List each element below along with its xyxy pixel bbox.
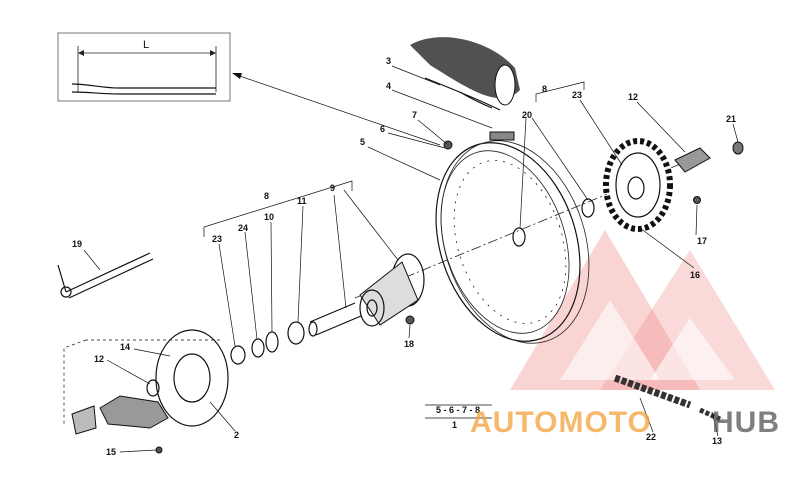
callout-13: 13: [712, 436, 722, 446]
nut-18: [405, 315, 415, 325]
brake-disc: [155, 329, 229, 427]
kit-brackets: [63, 81, 585, 425]
wheel-hub: [359, 253, 425, 327]
callout-11: 11: [297, 196, 307, 206]
callout-21: 21: [726, 114, 736, 124]
watermark-logo: [510, 230, 775, 390]
watermark-text-b: HUB: [712, 406, 780, 439]
watermark-text: AUTOMOTO HUB: [470, 406, 780, 439]
callout-7: 7: [412, 110, 417, 120]
callout-24: 24: [238, 223, 248, 233]
right-bearing-group: [512, 198, 595, 247]
drive-chain: [613, 374, 724, 423]
callout-12-bottom: 12: [94, 354, 104, 364]
spacer-tube: [308, 302, 362, 337]
callout-18: 18: [404, 339, 414, 349]
callout-23-right: 23: [572, 90, 582, 100]
wheel-rim: [435, 140, 590, 344]
callout-8-right: 8: [542, 84, 547, 94]
leader-lines: [83, 65, 739, 453]
callout-8-left: 8: [264, 191, 269, 201]
left-bearing-group: [230, 321, 305, 365]
callout-10: 10: [264, 212, 274, 222]
dimension-label: L: [143, 39, 149, 51]
callout-labels: 3 4 7 6 5 8 23 20 12 21 8 9 23 24 10 11 …: [72, 56, 736, 457]
kit-label-bottom: 1: [452, 420, 457, 430]
bolt-17: [693, 196, 701, 204]
callout-17: 17: [697, 236, 707, 246]
callout-16: 16: [690, 270, 700, 280]
caliper-bracket: [71, 379, 169, 454]
rim-strip: [459, 91, 493, 109]
kit-label: 5 - 6 - 7 - 8 1: [436, 405, 480, 430]
valve-parts: [443, 131, 515, 150]
callout-6: 6: [380, 124, 385, 134]
dimension-inset: L: [57, 32, 231, 102]
callout-4: 4: [386, 81, 391, 91]
callout-15: 15: [106, 447, 116, 457]
callout-19: 19: [72, 239, 82, 249]
callout-14: 14: [120, 342, 130, 352]
wheel-axle: [57, 252, 154, 299]
callout-9: 9: [330, 183, 335, 193]
callout-22: 22: [646, 432, 656, 442]
callout-20: 20: [522, 110, 532, 120]
tyre: [410, 37, 520, 111]
sprocket-flange: [674, 141, 744, 173]
callout-5: 5: [360, 137, 365, 147]
callout-3: 3: [386, 56, 391, 66]
rear-sprocket: [603, 138, 673, 232]
kit-label-top: 5 - 6 - 7 - 8: [436, 405, 480, 415]
callout-2: 2: [234, 430, 239, 440]
callout-23-left: 23: [212, 234, 222, 244]
callout-12-top: 12: [628, 92, 638, 102]
watermark-text-a: AUTOMOTO: [470, 406, 652, 439]
